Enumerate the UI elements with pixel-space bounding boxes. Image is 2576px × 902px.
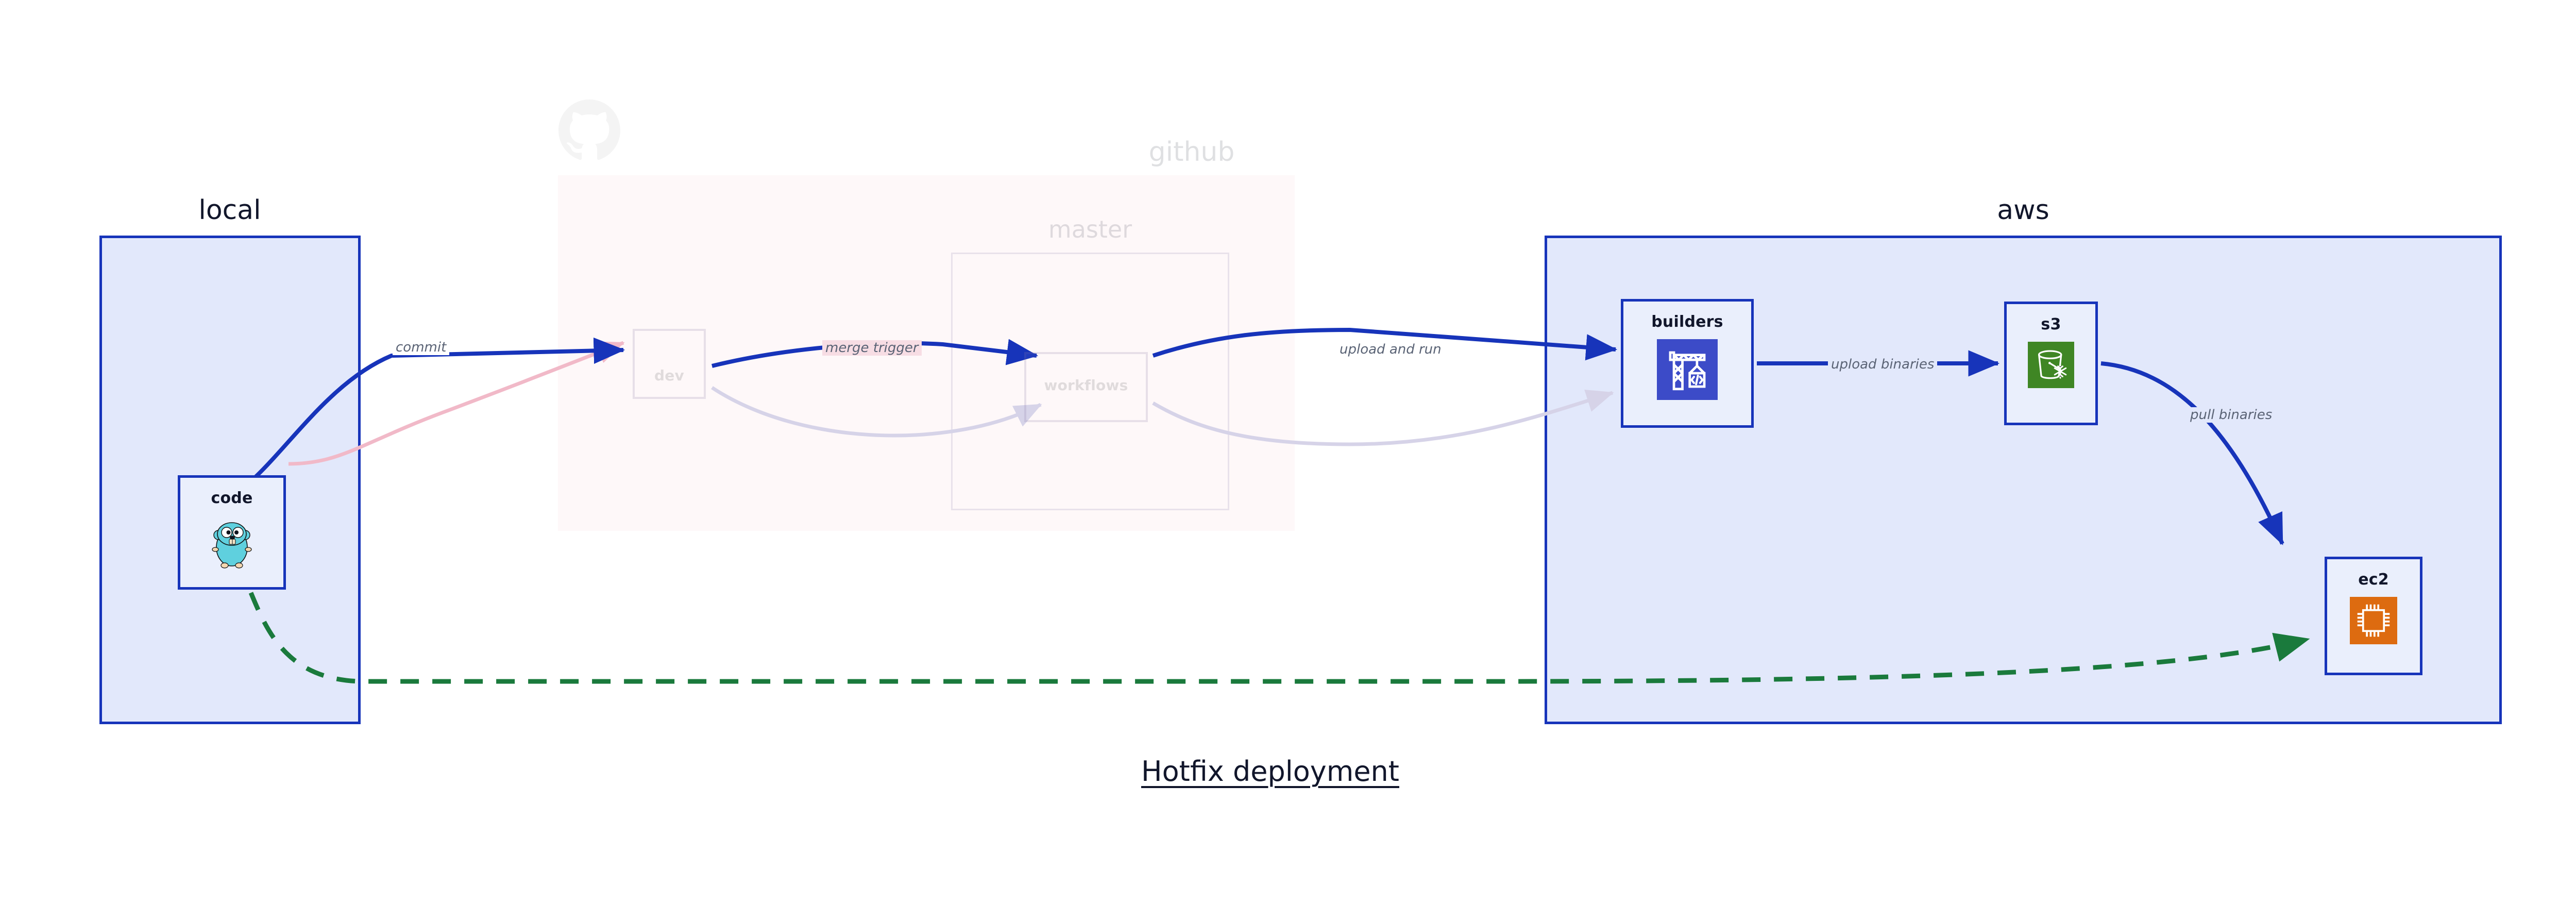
node-workflows-label: workflows [1044, 377, 1128, 394]
edge-faded-code-dev [288, 341, 625, 466]
edge-pull-binaries [2100, 361, 2284, 545]
cluster-github [558, 175, 1295, 531]
edge-upload-and-run [1152, 327, 1618, 361]
node-ec2-label: ec2 [2358, 571, 2389, 589]
edge-label-merge-trigger: merge trigger [822, 340, 922, 356]
edge-label-commit: commit [393, 340, 450, 355]
cpu-chip-icon [2350, 597, 2397, 646]
node-code-label: code [211, 489, 253, 507]
s3-bucket-glacier-icon [2028, 342, 2074, 390]
node-code[interactable]: code [178, 475, 286, 590]
edge-commit [246, 337, 625, 487]
node-builders-label: builders [1651, 313, 1723, 331]
github-octocat-icon [558, 99, 620, 161]
edge-label-pull-binaries: pull binaries [2187, 407, 2276, 423]
edge-hotfix-dashed [248, 592, 2310, 684]
crane-code-icon [1657, 339, 1718, 402]
cluster-master [951, 253, 1229, 510]
node-ec2[interactable]: ec2 [2325, 557, 2422, 675]
go-gopher-icon [207, 515, 257, 571]
cluster-local-title: local [198, 195, 261, 226]
node-s3-label: s3 [2041, 315, 2061, 333]
node-dev-label: dev [654, 366, 684, 384]
edge-label-upload-and-run: upload and run [1336, 342, 1445, 357]
cluster-github-title: github [1148, 137, 1235, 168]
edge-label-upload-binaries: upload binaries [1828, 357, 1938, 372]
node-s3[interactable]: s3 [2004, 302, 2098, 425]
edge-faded-workflows-builders [1152, 390, 1614, 446]
edge-faded-dev-workflows [711, 386, 1042, 438]
cluster-aws-title: aws [1997, 195, 2049, 226]
node-builders[interactable]: builders [1621, 299, 1754, 428]
node-workflows[interactable]: workflows [1024, 352, 1148, 422]
diagram-title: Hotfix deployment [1141, 755, 1399, 788]
node-dev[interactable]: dev [633, 329, 706, 399]
cluster-master-title: master [1048, 215, 1132, 243]
